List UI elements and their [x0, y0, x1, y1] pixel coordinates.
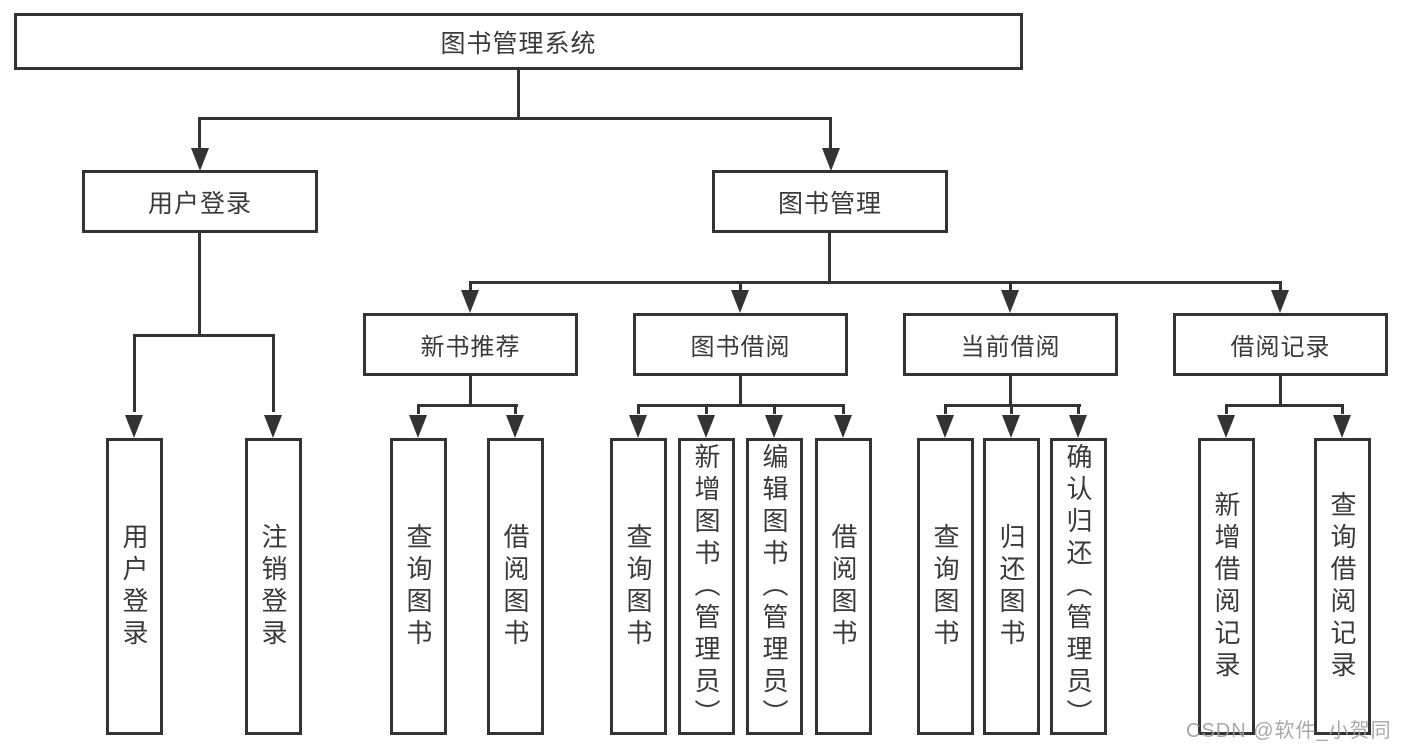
connector-line — [1009, 376, 1012, 406]
connector-line — [1341, 404, 1344, 414]
node-book-management: 图书管理 — [712, 170, 948, 233]
connector-line — [514, 404, 517, 414]
arrow-down-icon — [461, 290, 479, 313]
connector-line — [517, 69, 520, 119]
node-new-book-recommend: 新书推荐 — [363, 313, 578, 376]
connector-line — [1077, 404, 1080, 414]
connector-line — [469, 281, 472, 292]
leaf-add-borrow-record: 新增借阅记录 — [1198, 438, 1255, 735]
arrow-down-icon — [1333, 415, 1351, 438]
connector-line — [705, 404, 708, 414]
connector-line — [1225, 404, 1228, 414]
arrow-down-icon — [191, 148, 209, 171]
arrow-down-icon — [1001, 290, 1019, 313]
arrow-down-icon — [506, 415, 524, 438]
leaf-query-books: 查询图书 — [917, 438, 974, 735]
arrow-down-icon — [1002, 415, 1020, 438]
arrow-down-icon — [765, 415, 783, 438]
leaf-return-books: 归还图书 — [983, 438, 1040, 735]
connector-line — [469, 281, 1282, 284]
connector-line — [739, 281, 742, 292]
connector-line — [829, 117, 832, 150]
arrow-down-icon — [822, 148, 840, 171]
csdn-watermark: CSDN @软件_小贺同学 — [1186, 720, 1392, 742]
leaf-borrow-books: 借阅图书 — [815, 438, 872, 735]
arrow-down-icon — [629, 415, 647, 438]
node-current-borrowing: 当前借阅 — [903, 313, 1118, 376]
connector-line — [133, 334, 275, 337]
connector-line — [1009, 281, 1012, 292]
leaf-confirm-return-admin: 确认归还（管理员） — [1050, 438, 1107, 735]
node-book-borrowing: 图书借阅 — [633, 313, 848, 376]
connector-line — [417, 404, 518, 407]
arrow-down-icon — [834, 415, 852, 438]
connector-line — [1279, 281, 1282, 292]
leaf-query-books: 查询图书 — [390, 438, 447, 735]
arrow-down-icon — [1271, 290, 1289, 313]
leaf-add-book-admin: 新增图书（管理员） — [678, 438, 735, 735]
connector-line — [1279, 376, 1282, 406]
connector-line — [944, 404, 947, 414]
arrow-down-icon — [125, 415, 143, 438]
arrow-down-icon — [731, 290, 749, 313]
leaf-logout: 注销登录 — [245, 438, 302, 735]
connector-line — [198, 117, 832, 120]
connector-line — [1010, 404, 1013, 414]
leaf-edit-book-admin: 编辑图书（管理员） — [746, 438, 803, 735]
connector-line — [272, 334, 275, 412]
connector-line — [773, 404, 776, 414]
arrow-down-icon — [697, 415, 715, 438]
connector-line — [133, 334, 136, 412]
leaf-borrow-books: 借阅图书 — [487, 438, 544, 735]
arrow-down-icon — [1069, 415, 1087, 438]
leaf-user-login: 用户登录 — [106, 438, 163, 735]
leaf-query-borrow-record: 查询借阅记录 — [1314, 438, 1371, 735]
connector-line — [842, 404, 845, 414]
arrow-down-icon — [409, 415, 427, 438]
connector-line — [637, 404, 640, 414]
connector-line — [637, 404, 845, 407]
node-user-login: 用户登录 — [82, 170, 318, 233]
connector-line — [198, 117, 201, 150]
node-borrowing-records: 借阅记录 — [1173, 313, 1388, 376]
node-library-management-system: 图书管理系统 — [14, 13, 1023, 70]
connector-line — [198, 233, 201, 336]
arrow-down-icon — [264, 415, 282, 438]
connector-line — [469, 376, 472, 406]
connector-line — [828, 233, 831, 283]
leaf-query-books: 查询图书 — [610, 438, 667, 735]
connector-line — [1225, 404, 1344, 407]
arrow-down-icon — [1217, 415, 1235, 438]
connector-line — [417, 404, 420, 414]
arrow-down-icon — [936, 415, 954, 438]
connector-line — [739, 376, 742, 406]
